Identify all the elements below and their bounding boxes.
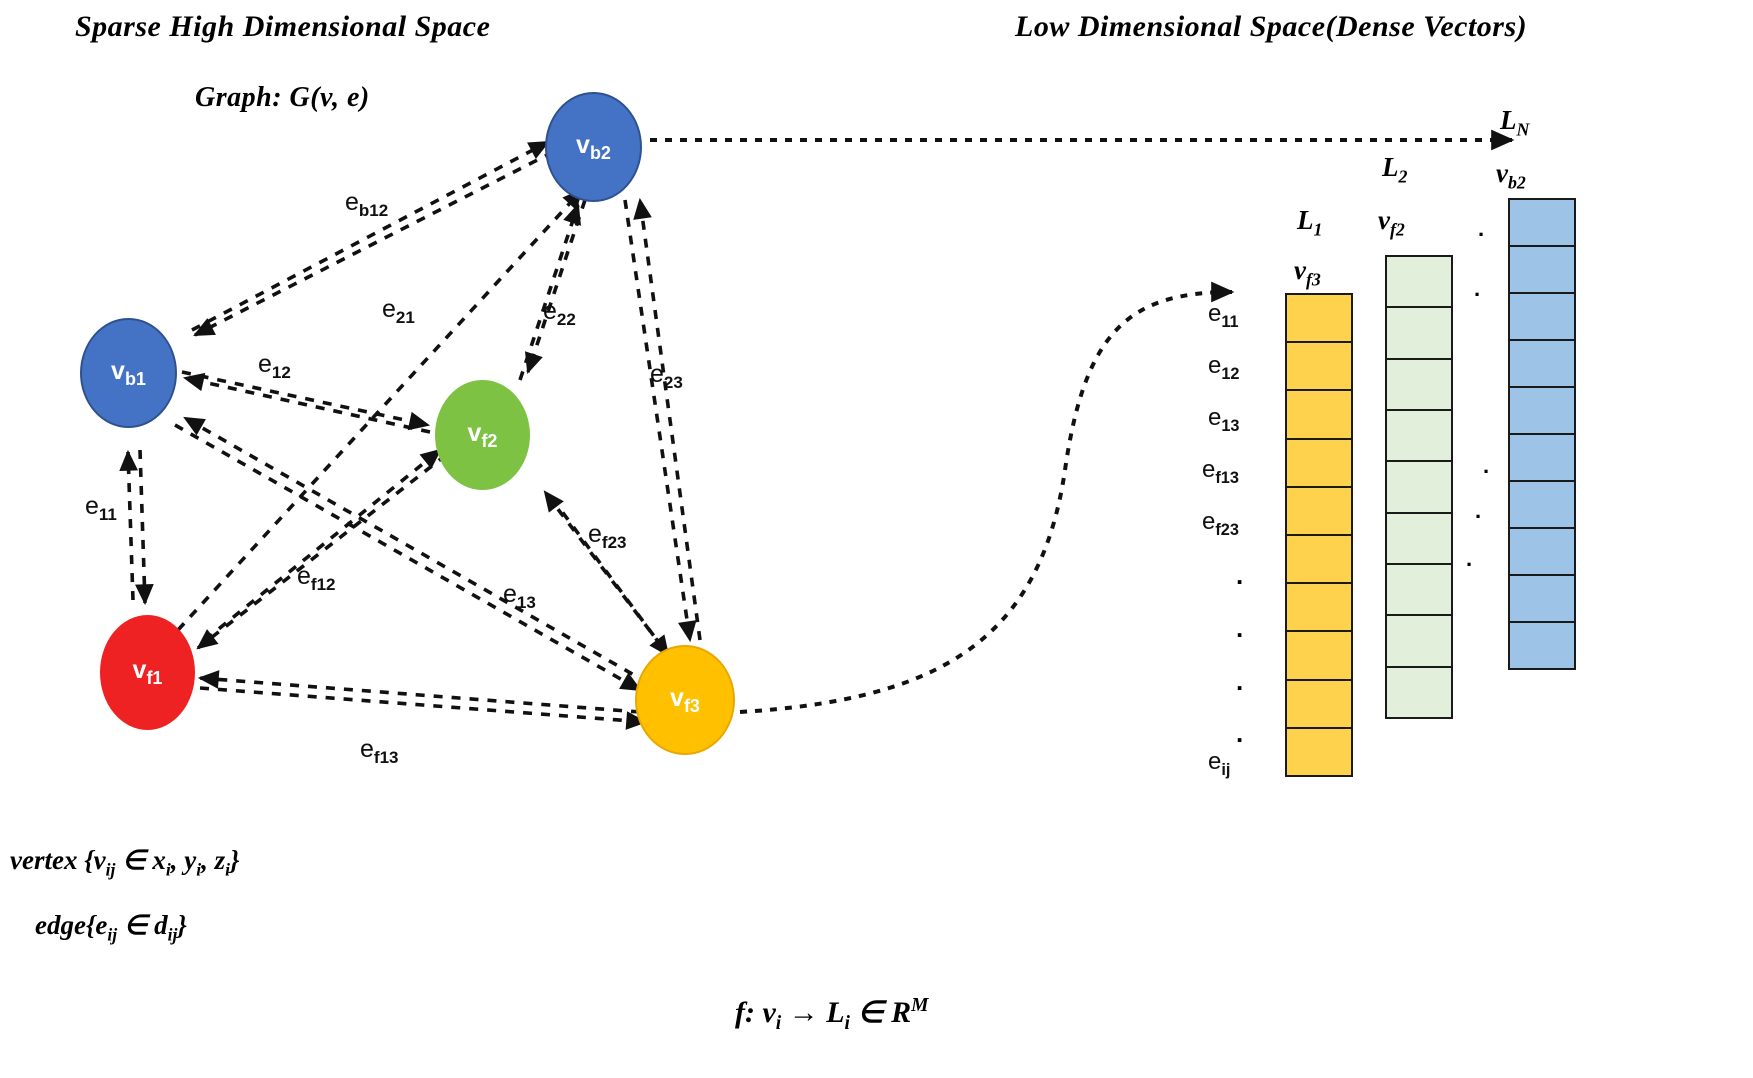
vector-title-LN: LN <box>1500 105 1530 140</box>
edge-label-ef13: ef13 <box>360 735 399 767</box>
vector-cell <box>1385 460 1453 514</box>
vector-row-ellipsis-dot: . <box>1236 666 1244 696</box>
vector-cell <box>1285 485 1353 537</box>
vector-column-L1[interactable] <box>1285 293 1353 778</box>
legend-edge: edge{eij ∈ dij} <box>35 910 187 945</box>
edge-vf3-to-vb1 <box>183 416 649 685</box>
column-gap-dot: . <box>1475 498 1482 523</box>
vector-cell <box>1285 389 1353 440</box>
edge-vf1-to-vf2 <box>203 448 442 642</box>
vector-cell <box>1285 341 1353 392</box>
vector-cell <box>1385 614 1453 668</box>
vector-row-ellipsis-dot: . <box>1236 560 1244 590</box>
column-gap-dot: . <box>1478 216 1485 241</box>
vector-cell <box>1385 357 1453 411</box>
graph-node-vf3[interactable]: vf3 <box>635 645 735 755</box>
legend-vertex: vertex {vij ∈ xi, yi, zi} <box>10 845 240 880</box>
graph-caption: Graph: G(v, e) <box>195 82 370 113</box>
edge-label-e11: e11 <box>85 492 117 524</box>
edge-label-e23: e23 <box>650 360 683 392</box>
vector-cell <box>1508 339 1576 388</box>
vector-cell <box>1385 562 1453 617</box>
vector-column-L2[interactable] <box>1385 255 1453 719</box>
vector-column-LN[interactable] <box>1508 198 1576 670</box>
node-label-vf1: vf1 <box>132 656 163 688</box>
edge-vf3-to-vf2 <box>543 490 674 662</box>
edge-vf3-to-vf1 <box>197 670 641 714</box>
edge-vb2-to-vf2 <box>525 199 587 375</box>
vector-cell <box>1508 621 1576 670</box>
vector-cell <box>1508 574 1576 623</box>
vector-title-L1: L1 <box>1297 205 1323 240</box>
node-label-vf3: vf3 <box>670 683 700 716</box>
vector-cell <box>1285 293 1353 344</box>
vector-row-ellipsis-dot: . <box>1236 613 1244 643</box>
vector-cell <box>1385 306 1453 360</box>
edge-vb1-to-vb2 <box>191 140 550 332</box>
right-section-title: Low Dimensional Space(Dense Vectors) <box>1015 10 1528 43</box>
graph-node-vf2[interactable]: vf2 <box>435 380 530 490</box>
edge-label-e12: e12 <box>258 350 291 382</box>
edge-vf2-to-vb1 <box>182 372 431 434</box>
map-arrow-vf3 <box>739 281 1235 714</box>
mapping-formula: f: vi → Li ∈ RM <box>735 995 929 1034</box>
vector-cell <box>1285 630 1353 681</box>
vector-row-ellipsis-dot: . <box>1236 718 1244 748</box>
vector-cell <box>1285 678 1353 729</box>
edge-label-e21: e21 <box>382 295 415 327</box>
node-label-vf2: vf2 <box>467 418 498 451</box>
edge-vb1-to-vf1 <box>135 449 154 606</box>
node-label-vb1: vb1 <box>111 356 146 389</box>
edge-vb2-to-vb1 <box>193 150 554 337</box>
edge-vb1-to-vf3 <box>174 423 642 692</box>
edge-vf3-to-vb2 <box>633 197 702 641</box>
edge-label-ef23: ef23 <box>588 520 627 552</box>
vector-row-label: ef13 <box>1202 456 1239 487</box>
edge-vf1-to-vb1 <box>119 449 138 601</box>
graph-node-vb2[interactable]: vb2 <box>545 92 642 202</box>
edge-vf1-to-vf3 <box>199 686 648 730</box>
graph-node-vb1[interactable]: vb1 <box>80 318 177 428</box>
column-gap-dot: . <box>1483 453 1490 478</box>
vector-cell <box>1508 433 1576 482</box>
left-section-title: Sparse High Dimensional Space <box>75 10 491 43</box>
vector-title-L2: L2 <box>1382 152 1408 187</box>
vector-cell <box>1285 582 1353 633</box>
vector-cell <box>1285 534 1353 585</box>
vector-cell <box>1508 480 1576 529</box>
vector-cell <box>1508 245 1576 294</box>
vector-row-label: e13 <box>1208 404 1240 435</box>
vector-cell <box>1508 292 1576 341</box>
edge-label-ef12: ef12 <box>297 562 336 594</box>
edge-vb2-to-vf3 <box>623 199 697 643</box>
vector-subject-vf3: vf3 <box>1294 255 1321 290</box>
vector-subject-vb2: vb2 <box>1496 158 1526 193</box>
vector-cell <box>1508 527 1576 576</box>
vector-cell <box>1508 198 1576 247</box>
vector-subject-vf2: vf2 <box>1378 205 1405 240</box>
vector-cell <box>1285 726 1353 778</box>
graph-node-vf1[interactable]: vf1 <box>100 615 195 730</box>
vector-row-label: e12 <box>1208 352 1240 383</box>
vector-cell <box>1508 386 1576 435</box>
edge-label-e13: e13 <box>503 580 536 612</box>
vector-cell <box>1385 665 1453 719</box>
edge-vf2-to-vb2 <box>518 202 581 381</box>
vector-cell <box>1385 408 1453 463</box>
node-label-vb2: vb2 <box>576 130 611 163</box>
vector-row-label-last: eij <box>1208 748 1231 779</box>
column-gap-dot: . <box>1474 276 1481 301</box>
edge-vf2-to-vf1 <box>196 453 448 650</box>
vector-cell <box>1385 511 1453 565</box>
column-gap-dot: . <box>1466 546 1473 571</box>
vector-cell <box>1285 437 1353 488</box>
vector-row-label: ef23 <box>1202 508 1239 539</box>
edge-label-e22: e22 <box>543 297 576 329</box>
vector-row-label: e11 <box>1208 300 1239 331</box>
edge-label-eb12: eb12 <box>345 188 389 220</box>
edge-vb1-to-vf2 <box>181 370 431 431</box>
vector-cell <box>1385 255 1453 309</box>
